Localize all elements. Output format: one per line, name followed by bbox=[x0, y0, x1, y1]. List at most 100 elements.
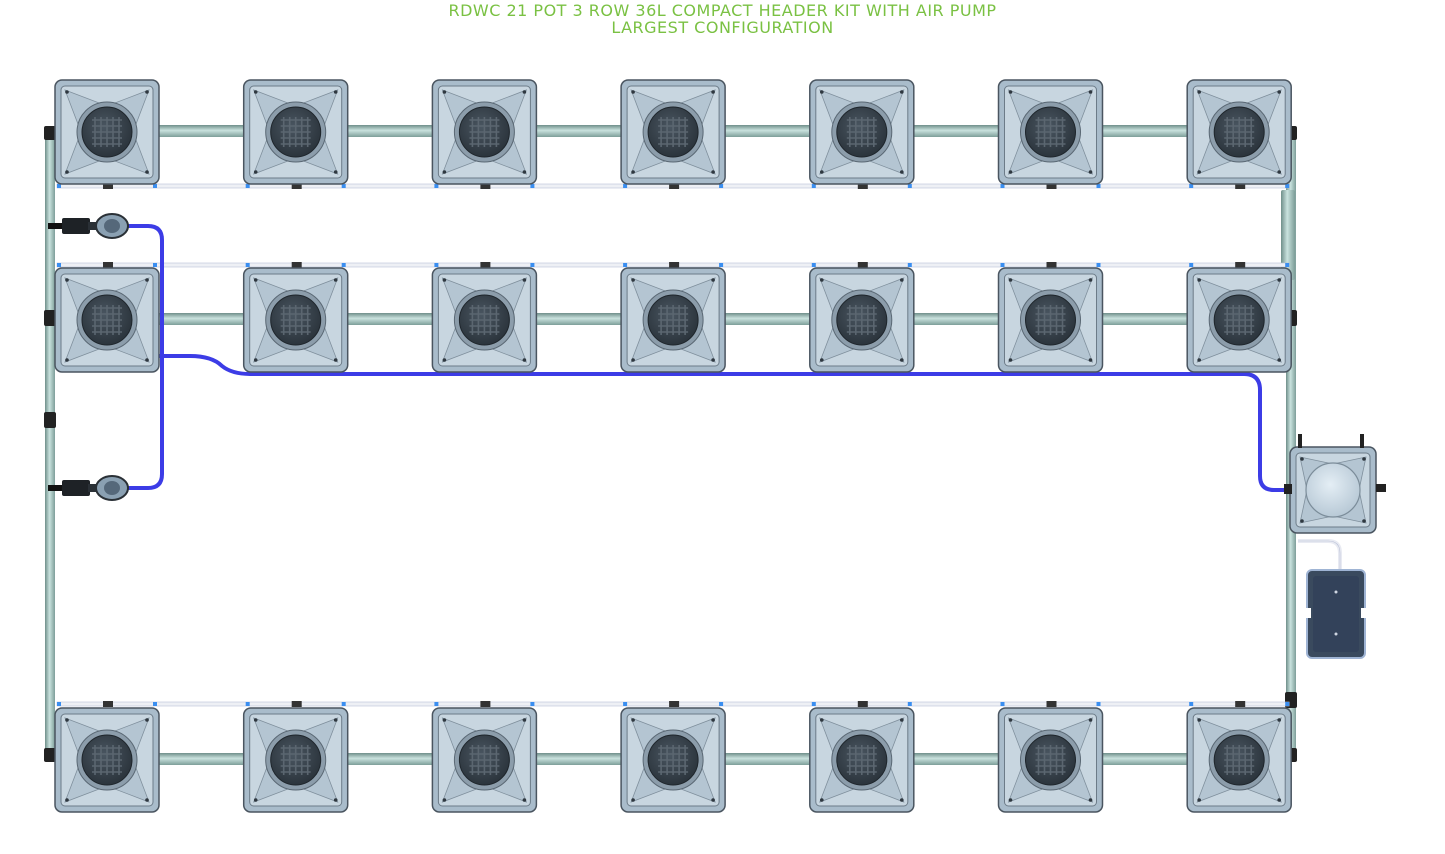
air-fitting bbox=[719, 702, 724, 706]
bucket-corner-rivet bbox=[711, 718, 715, 722]
bucket-corner-rivet bbox=[1197, 718, 1201, 722]
bucket-corner-rivet bbox=[253, 170, 258, 174]
air-fitting bbox=[245, 184, 250, 188]
pot-r1-c5 bbox=[809, 79, 915, 185]
pot-r2-c3 bbox=[431, 267, 538, 373]
net-pot-grid bbox=[658, 117, 689, 147]
bucket-corner-rivet bbox=[145, 798, 149, 802]
valve-stub bbox=[48, 223, 66, 229]
air-clip bbox=[103, 701, 113, 707]
air-fitting bbox=[1285, 702, 1290, 706]
pot-r3-c7 bbox=[1186, 707, 1292, 813]
bucket-corner-rivet bbox=[1300, 519, 1304, 523]
valve-upper bbox=[48, 213, 129, 239]
pot-r1-c2 bbox=[242, 79, 349, 185]
bucket-corner-rivet bbox=[65, 358, 69, 362]
air-fitting bbox=[530, 702, 535, 706]
control-bracket-right bbox=[1360, 434, 1364, 448]
bucket-corner-rivet bbox=[820, 358, 824, 362]
pot-r2-c2 bbox=[242, 267, 349, 373]
air-fitting bbox=[153, 184, 157, 188]
bucket-corner-rivet bbox=[820, 278, 824, 282]
bucket-corner-rivet bbox=[820, 170, 824, 174]
net-pot-grid bbox=[92, 745, 122, 775]
pot-r2-c7 bbox=[1186, 267, 1292, 373]
control-outlet bbox=[1376, 484, 1386, 492]
air-fitting bbox=[1285, 184, 1290, 188]
bucket-corner-rivet bbox=[1088, 798, 1093, 802]
control-bracket-left bbox=[1298, 434, 1302, 448]
elbow-bottom-left bbox=[44, 748, 56, 762]
air-fitting bbox=[1189, 263, 1194, 267]
net-pot-grid bbox=[846, 745, 877, 775]
bucket-corner-rivet bbox=[1362, 519, 1366, 523]
pipework bbox=[44, 125, 1297, 765]
net-pot-grid bbox=[280, 745, 311, 775]
bucket-corner-rivet bbox=[333, 718, 338, 722]
bucket-corner-rivet bbox=[65, 90, 69, 94]
bucket-corner-rivet bbox=[442, 90, 447, 94]
bucket-corner-rivet bbox=[1088, 358, 1093, 362]
bucket-corner-rivet bbox=[1008, 278, 1013, 282]
bucket-corner-rivet bbox=[522, 718, 527, 722]
air-fitting bbox=[1000, 263, 1005, 267]
air-clip bbox=[480, 183, 491, 189]
tee-left-0 bbox=[44, 310, 56, 326]
air-fitting bbox=[434, 702, 439, 706]
air-clip bbox=[480, 701, 491, 707]
bucket-corner-rivet bbox=[522, 798, 527, 802]
air-fitting bbox=[907, 263, 912, 267]
bucket-corner-rivet bbox=[900, 718, 904, 722]
air-pump-screw bbox=[1334, 632, 1338, 636]
air-clip bbox=[669, 183, 680, 189]
air-clip bbox=[1046, 701, 1057, 707]
bucket-corner-rivet bbox=[1277, 90, 1281, 94]
bucket-corner-rivet bbox=[711, 90, 715, 94]
bucket-corner-rivet bbox=[631, 90, 635, 94]
pot-r2-c6 bbox=[997, 267, 1104, 373]
bucket-corner-rivet bbox=[65, 170, 69, 174]
bucket-corner-rivet bbox=[1362, 457, 1366, 461]
net-pot-grid bbox=[658, 745, 689, 775]
air-fitting bbox=[1189, 184, 1194, 188]
bucket-corner-rivet bbox=[65, 278, 69, 282]
line-routing bbox=[56, 183, 1342, 707]
air-fitting bbox=[1096, 263, 1101, 267]
air-clip bbox=[291, 701, 302, 707]
net-pot-grid bbox=[658, 305, 689, 335]
air-fitting bbox=[434, 263, 439, 267]
net-pot-grid bbox=[280, 305, 311, 335]
bucket-corner-rivet bbox=[631, 718, 635, 722]
bucket-corner-rivet bbox=[442, 170, 447, 174]
pot-r1-c7 bbox=[1186, 79, 1292, 185]
bucket-corner-rivet bbox=[1300, 457, 1304, 461]
bucket-corner-rivet bbox=[65, 798, 69, 802]
pot-grid bbox=[54, 79, 1377, 813]
bucket-corner-rivet bbox=[522, 358, 527, 362]
net-pot-grid bbox=[92, 117, 122, 147]
air-fitting bbox=[153, 702, 157, 706]
bucket-corner-rivet bbox=[1197, 90, 1201, 94]
pot-r3-c2 bbox=[242, 707, 349, 813]
air-clip bbox=[291, 262, 302, 268]
bucket-corner-rivet bbox=[820, 718, 824, 722]
bucket-corner-rivet bbox=[711, 278, 715, 282]
air-clip bbox=[669, 262, 680, 268]
bucket-corner-rivet bbox=[900, 170, 904, 174]
elbow-top-left bbox=[44, 126, 56, 140]
bucket-corner-rivet bbox=[1088, 718, 1093, 722]
air-pump-notch-right bbox=[1361, 608, 1367, 618]
bucket-corner-rivet bbox=[1088, 90, 1093, 94]
valve-coupler bbox=[62, 218, 90, 234]
tee-left-1 bbox=[44, 412, 56, 428]
bucket-corner-rivet bbox=[1277, 358, 1281, 362]
bucket-corner-rivet bbox=[1088, 170, 1093, 174]
bucket-corner-rivet bbox=[145, 358, 149, 362]
net-pot-grid bbox=[846, 117, 877, 147]
control-lid bbox=[1305, 462, 1361, 518]
bucket-corner-rivet bbox=[1277, 718, 1281, 722]
bucket-corner-rivet bbox=[145, 90, 149, 94]
bucket-corner-rivet bbox=[1008, 90, 1013, 94]
air-fitting bbox=[341, 184, 346, 188]
